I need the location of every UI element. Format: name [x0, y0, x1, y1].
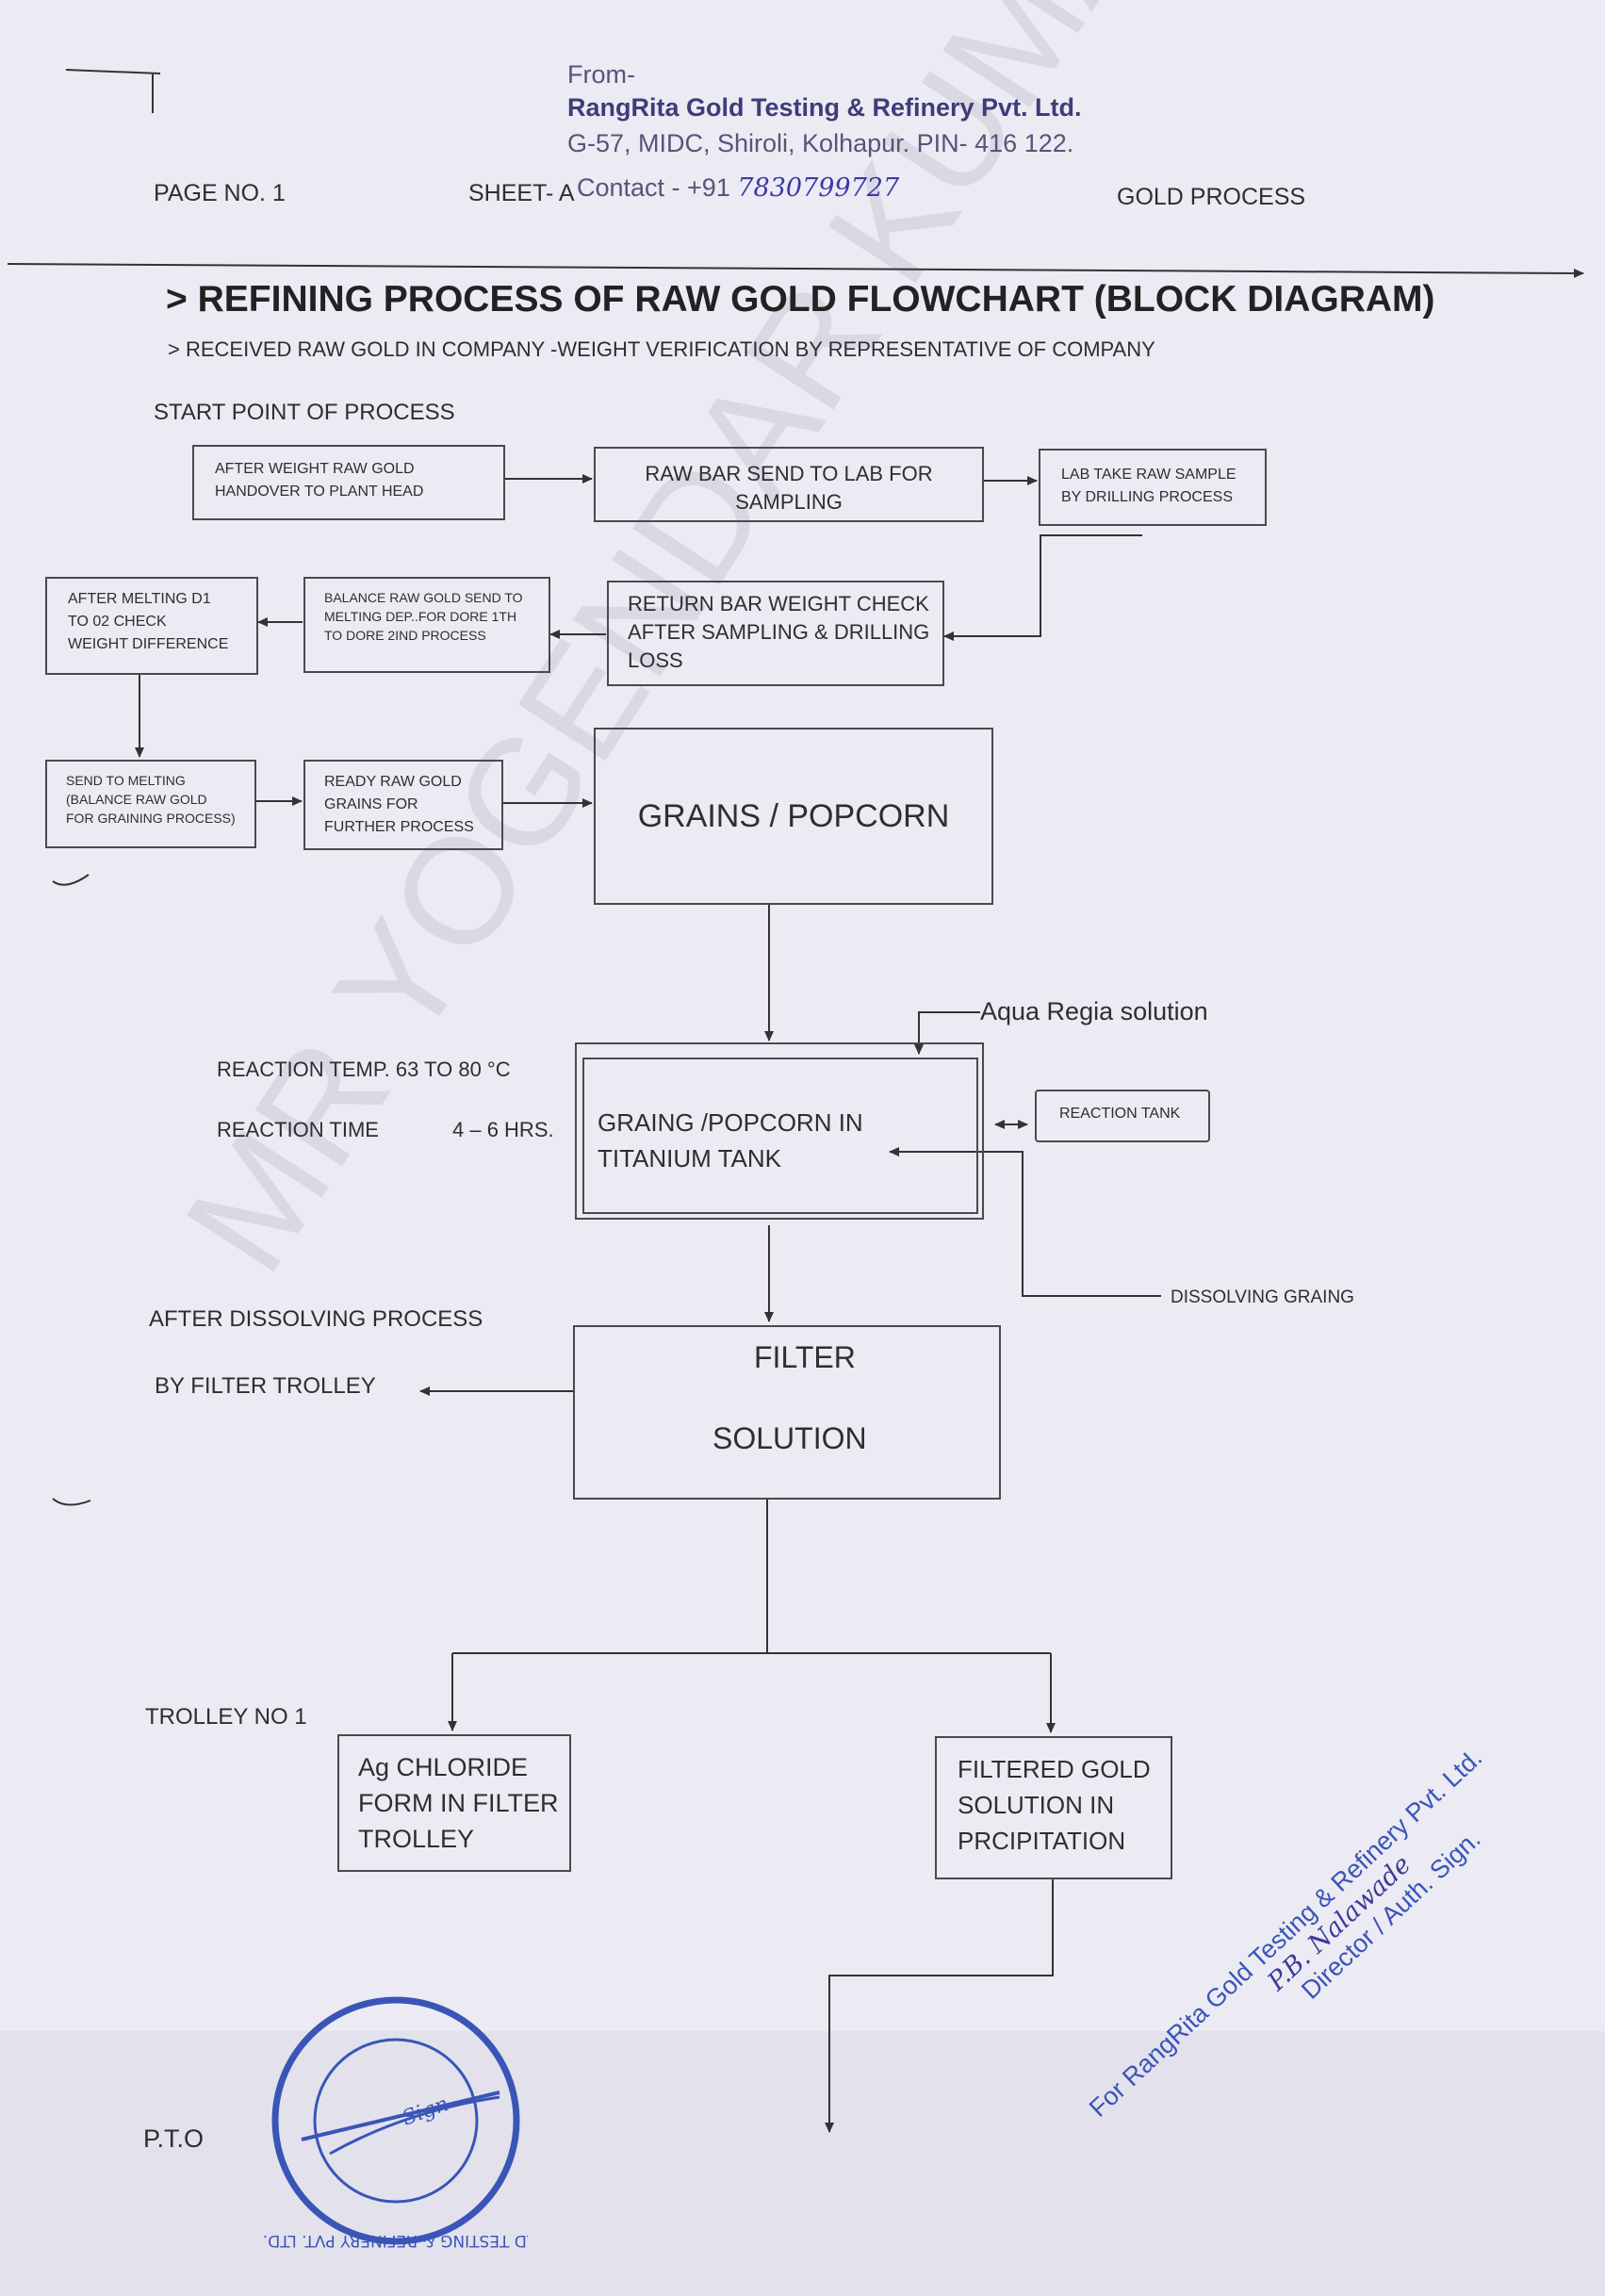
dissolving-graing-label: DISSOLVING GRAING: [1171, 1287, 1354, 1307]
scan-marks: [52, 874, 91, 1506]
box-line: LOSS: [628, 648, 683, 672]
header-contact: Contact - +91 7830799727: [577, 170, 899, 206]
box-line: (BALANCE RAW GOLD: [66, 792, 207, 807]
arrow-continue: [825, 1878, 1054, 2133]
box-line: TITANIUM TANK: [598, 1144, 781, 1173]
box-label: GRAINS / POPCORN: [637, 797, 950, 834]
box-line: FILTER: [754, 1340, 856, 1374]
box-line: SOLUTION: [712, 1421, 867, 1455]
box-weight-difference: AFTER MELTING D1 TO 02 CHECK WEIGHT DIFF…: [45, 577, 258, 675]
split-line: [452, 1500, 1051, 1654]
box-filtered-gold: FILTERED GOLD SOLUTION IN PRCIPITATION: [935, 1736, 1172, 1879]
arrow-b3-b4: [943, 534, 1142, 641]
box-line: AFTER MELTING D1: [68, 591, 211, 607]
seal-graphic: RANGRITA GOLD TESTING & REFINERY PVT. LT…: [264, 1996, 528, 2250]
start-point-label: START POINT OF PROCESS: [154, 400, 455, 425]
box-line: AFTER SAMPLING & DRILLING: [628, 620, 930, 644]
box-line: RETURN BAR WEIGHT CHECK: [628, 592, 929, 615]
reaction-time-value: 4 – 6 HRS.: [452, 1118, 554, 1141]
arrow-dissolving: [889, 1147, 1161, 1297]
trolley-no-label: TROLLEY NO 1: [145, 1704, 307, 1730]
box-line: PRCIPITATION: [958, 1827, 1126, 1855]
box-line: HANDOVER TO PLANT HEAD: [215, 484, 424, 500]
pto-label: P.T.O: [143, 2124, 205, 2153]
sheet-label: SHEET- A: [468, 180, 575, 206]
header-rule-arrow: [7, 263, 1584, 278]
box-handover: AFTER WEIGHT RAW GOLD HANDOVER TO PLANT …: [192, 445, 505, 520]
box-line: BY DRILLING PROCESS: [1061, 489, 1233, 505]
header-address: G-57, MIDC, Shiroli, Kolhapur. PIN- 416 …: [567, 129, 1074, 157]
header-from: From-: [567, 60, 635, 89]
header-company: RangRita Gold Testing & Refinery Pvt. Lt…: [567, 93, 1082, 122]
box-ready-grains: READY RAW GOLD GRAINS FOR FURTHER PROCES…: [303, 760, 503, 850]
box-line: FURTHER PROCESS: [324, 819, 474, 835]
box-line: READY RAW GOLD: [324, 774, 462, 790]
footer-band: [0, 2031, 1605, 2296]
box-filter-solution: FILTER SOLUTION: [573, 1325, 1001, 1500]
box-lab-sample: LAB TAKE RAW SAMPLE BY DRILLING PROCESS: [1039, 449, 1267, 526]
box-grains-popcorn: GRAINS / POPCORN: [594, 728, 993, 905]
contact-number: 7830799727: [737, 173, 900, 203]
box-line: RAW BAR SEND TO LAB FOR: [645, 462, 933, 485]
page-number: PAGE NO. 1: [154, 180, 286, 206]
box-line: TO 02 CHECK: [68, 614, 167, 630]
box-balance-to-melting: BALANCE RAW GOLD SEND TO MELTING DEP..FO…: [303, 577, 550, 673]
aqua-regia-label: Aqua Regia solution: [980, 997, 1208, 1025]
box-line: GRAING /POPCORN IN: [598, 1108, 863, 1137]
box-line: FORM IN FILTER: [358, 1789, 559, 1817]
seal-ring-text: RANGRITA GOLD TESTING & REFINERY PVT. LT…: [264, 2231, 528, 2250]
box-line: AFTER WEIGHT RAW GOLD: [215, 461, 415, 477]
box-line: WEIGHT DIFFERENCE: [68, 636, 229, 652]
box-ag-chloride: Ag CHLORIDE FORM IN FILTER TROLLEY: [337, 1734, 571, 1872]
box-line: TO DORE 2IND PROCESS: [324, 628, 486, 643]
box-line: SOLUTION IN: [958, 1791, 1115, 1819]
box-return-bar-weight: RETURN BAR WEIGHT CHECK AFTER SAMPLING &…: [607, 581, 944, 686]
gold-process-label: GOLD PROCESS: [1117, 184, 1306, 210]
reaction-temp-label: REACTION TEMP. 63 TO 80 °C: [217, 1058, 511, 1081]
box-send-to-melting: SEND TO MELTING (BALANCE RAW GOLD FOR GR…: [45, 760, 256, 848]
box-line: FILTERED GOLD: [958, 1755, 1151, 1783]
box-line: TROLLEY: [358, 1825, 475, 1853]
box-label: REACTION TANK: [1059, 1106, 1181, 1122]
box-titanium-tank: GRAING /POPCORN IN TITANIUM TANK: [582, 1058, 978, 1214]
box-line: SEND TO MELTING: [66, 773, 186, 788]
seal-signature: Sign: [400, 2092, 452, 2131]
box-line: BALANCE RAW GOLD SEND TO: [324, 590, 523, 605]
box-raw-bar-to-lab: RAW BAR SEND TO LAB FOR SAMPLING: [594, 447, 984, 522]
corner-mark: [65, 69, 161, 113]
page-subtitle: > RECEIVED RAW GOLD IN COMPANY -WEIGHT V…: [168, 337, 1155, 361]
reaction-time-label: REACTION TIME: [217, 1118, 379, 1141]
box-line: Ag CHLORIDE: [358, 1753, 529, 1781]
after-dissolving-label: AFTER DISSOLVING PROCESS: [149, 1306, 483, 1332]
box-reaction-tank: REACTION TANK: [1035, 1090, 1210, 1142]
company-seal: RANGRITA GOLD TESTING & REFINERY PVT. LT…: [264, 1989, 528, 2253]
contact-prefix: Contact - +91: [577, 173, 730, 202]
box-line: LAB TAKE RAW SAMPLE: [1061, 467, 1237, 483]
page-title: > REFINING PROCESS OF RAW GOLD FLOWCHART…: [166, 279, 1435, 320]
arrow-aqua-b10: [914, 1011, 980, 1055]
by-filter-trolley-label: BY FILTER TROLLEY: [155, 1373, 376, 1399]
box-titanium-tank-outer: [575, 1042, 984, 1220]
box-line: SAMPLING: [735, 490, 843, 514]
box-line: MELTING DEP..FOR DORE 1TH: [324, 609, 517, 624]
box-line: FOR GRAINING PROCESS): [66, 811, 236, 826]
box-line: GRAINS FOR: [324, 796, 418, 812]
